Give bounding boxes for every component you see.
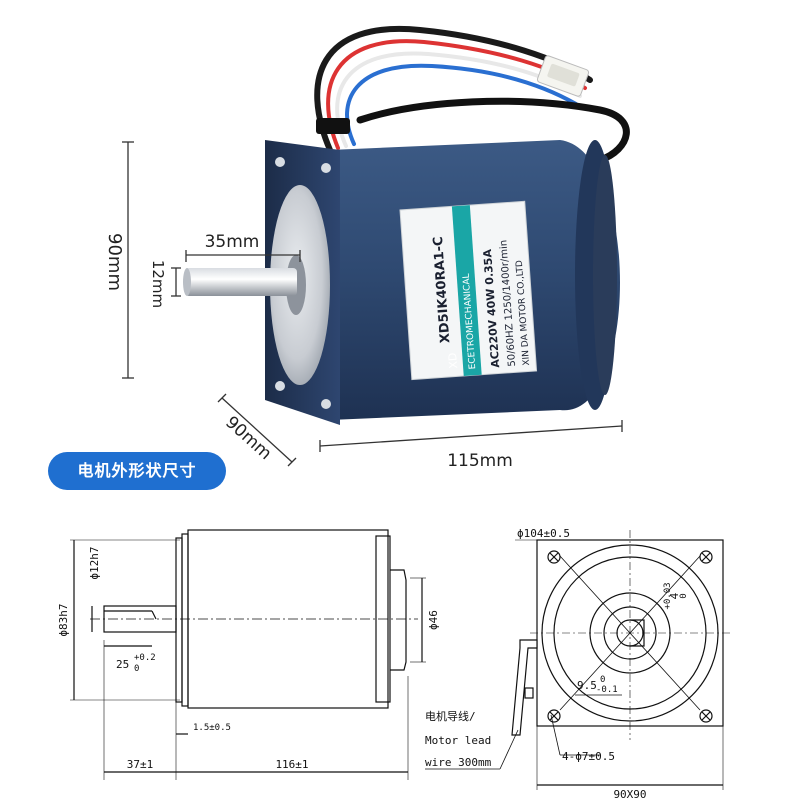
dim-1-5-label: 1.5±0.5 [193, 723, 231, 733]
lead-wire-drawing [511, 639, 538, 736]
lead-label-en-2: wire 300mm [425, 756, 492, 769]
phi104-label: ϕ104±0.5 [517, 527, 570, 540]
motor-shaft [183, 268, 297, 296]
lead-label-cn: 电机导线/ [425, 709, 476, 723]
holes-label: 4-ϕ7±0.5 [562, 750, 615, 763]
phi12h7-label: ϕ12h7 [88, 546, 101, 579]
angle-25-sup: +0.2 [134, 653, 156, 663]
angle-25-label: 25 [116, 658, 129, 671]
dim-width-label: 90mm [221, 413, 275, 465]
angle-25-sub: 0 [134, 664, 139, 674]
cable-clip [316, 118, 350, 134]
nameplate: XD XD5IK40RA1-C ECETROMECHANICAL AC220V … [399, 200, 538, 381]
phi46-label: ϕ46 [427, 610, 440, 630]
phi83h7-label: ϕ83h7 [57, 603, 70, 636]
flange-holes [275, 157, 331, 409]
dim-body-length-label: 115mm [447, 451, 513, 470]
photo-dimension-lines [122, 141, 623, 467]
dim-9-5-sub: -0.1 [596, 685, 618, 695]
dim-9-5-label: 9.5 [577, 679, 597, 692]
nameplate-model: XD5IK40RA1-C [431, 236, 453, 344]
mounting-holes [547, 550, 713, 723]
dim-116-label: 116±1 [275, 758, 308, 771]
dim-height-label: 90mm [104, 233, 125, 291]
side-view [70, 529, 426, 780]
dim-shaft-diameter-label: 12mm [149, 260, 167, 308]
motor-photo: XD XD5IK40RA1-C ECETROMECHANICAL AC220V … [104, 25, 630, 470]
dim-37-label: 37±1 [127, 758, 154, 771]
technical-drawing: ϕ12h7 ϕ83h7 25 +0.2 0 ϕ46 1.5±0.5 37±1 1… [57, 527, 730, 800]
end-view [515, 530, 730, 790]
dim-shaft-length-label: 35mm [205, 232, 260, 252]
key-4-label: 4 [668, 592, 681, 599]
key-4-sup: +0.03 [663, 582, 673, 609]
nameplate-brand: XD [446, 352, 460, 369]
dim-9-5-sup: 0 [600, 675, 605, 685]
lead-label-en-1: Motor lead [425, 734, 491, 747]
flange-size-label: 90X90 [613, 788, 646, 800]
key-4-sub: 0 [679, 593, 689, 598]
section-banner: 电机外形状尺寸 [48, 452, 226, 490]
wire-connector [536, 55, 590, 97]
